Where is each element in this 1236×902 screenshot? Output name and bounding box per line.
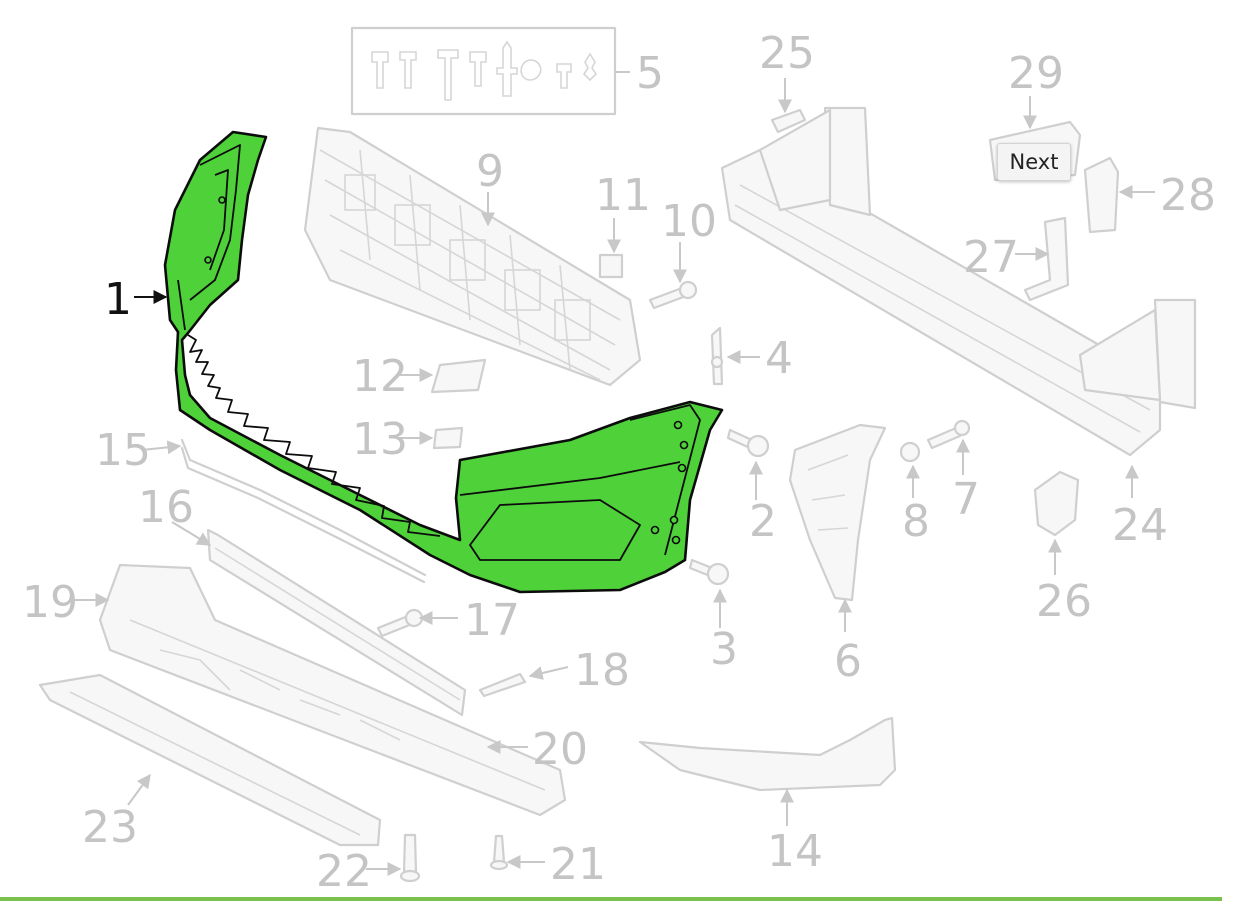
callout-1[interactable]: 1 [104,274,132,325]
callouts: 1 2 3 4 5 6 7 8 9 10 11 12 13 14 15 16 1… [22,28,1216,897]
callout-19[interactable]: 19 [22,577,78,628]
callout-22[interactable]: 22 [316,846,372,897]
part-7-bolt[interactable] [926,419,971,450]
part-4-pin[interactable] [710,326,724,386]
part-26-bracket[interactable] [1033,470,1080,537]
callout-12[interactable]: 12 [352,351,408,402]
next-tooltip[interactable]: Next [997,143,1071,181]
part-16-grille-strip[interactable] [206,528,467,717]
callout-27[interactable]: 27 [963,232,1019,283]
callout-25[interactable]: 25 [759,28,815,79]
part-14-lip-trim[interactable] [638,716,897,792]
callout-9[interactable]: 9 [476,146,504,197]
callout-26[interactable]: 26 [1036,576,1092,627]
callout-10[interactable]: 10 [661,196,717,247]
part-23-lower-spoiler[interactable] [38,673,382,847]
part-12-bracket[interactable] [430,358,487,394]
tooltip-label: Next [1009,150,1059,174]
part-28-bracket[interactable] [1083,156,1120,234]
part-22-screw[interactable] [399,833,421,883]
callout-5[interactable]: 5 [636,48,664,99]
part-8-nut[interactable] [899,441,921,463]
part-1-bumper-cover[interactable] [163,130,724,594]
callout-24[interactable]: 24 [1112,500,1168,551]
callout-11[interactable]: 11 [595,170,651,221]
callout-18[interactable]: 18 [574,645,630,696]
callout-17[interactable]: 17 [464,595,520,646]
callout-3[interactable]: 3 [710,624,738,675]
callout-15[interactable]: 15 [95,425,151,476]
part-10-bolt[interactable] [648,280,698,310]
callout-7[interactable]: 7 [952,474,980,525]
part-18-pin[interactable] [478,672,527,698]
part-6-side-bracket[interactable] [788,423,887,602]
callout-29[interactable]: 29 [1008,48,1064,99]
part-9-grille-carrier[interactable] [303,126,642,387]
part-21-screw[interactable] [489,834,509,871]
callout-20[interactable]: 20 [532,724,588,775]
part-3-bolt[interactable] [688,558,730,586]
callout-23[interactable]: 23 [82,802,138,853]
part-19-lower-grille[interactable] [98,563,567,817]
part-24-bumper-beam[interactable] [720,106,1197,457]
bottom-divider [0,897,1222,901]
callout-13[interactable]: 13 [352,414,408,465]
callout-8[interactable]: 8 [902,496,930,547]
callout-28[interactable]: 28 [1160,170,1216,221]
callout-4[interactable]: 4 [765,333,793,384]
part-17-bolt[interactable] [376,608,424,638]
callout-21[interactable]: 21 [550,839,606,890]
part-13-bracket[interactable] [432,426,464,450]
part-27-bracket[interactable] [1023,216,1070,302]
callout-16[interactable]: 16 [138,482,194,533]
part-11-clip[interactable] [598,253,624,279]
part-15-trim-strip[interactable] [180,438,427,584]
part-5-fastener-kit[interactable] [350,26,617,116]
callout-14[interactable]: 14 [767,826,823,877]
part-2-bolt[interactable] [726,428,770,458]
callout-6[interactable]: 6 [834,636,862,687]
callout-2[interactable]: 2 [749,496,777,547]
leader-lines [72,71,1155,876]
